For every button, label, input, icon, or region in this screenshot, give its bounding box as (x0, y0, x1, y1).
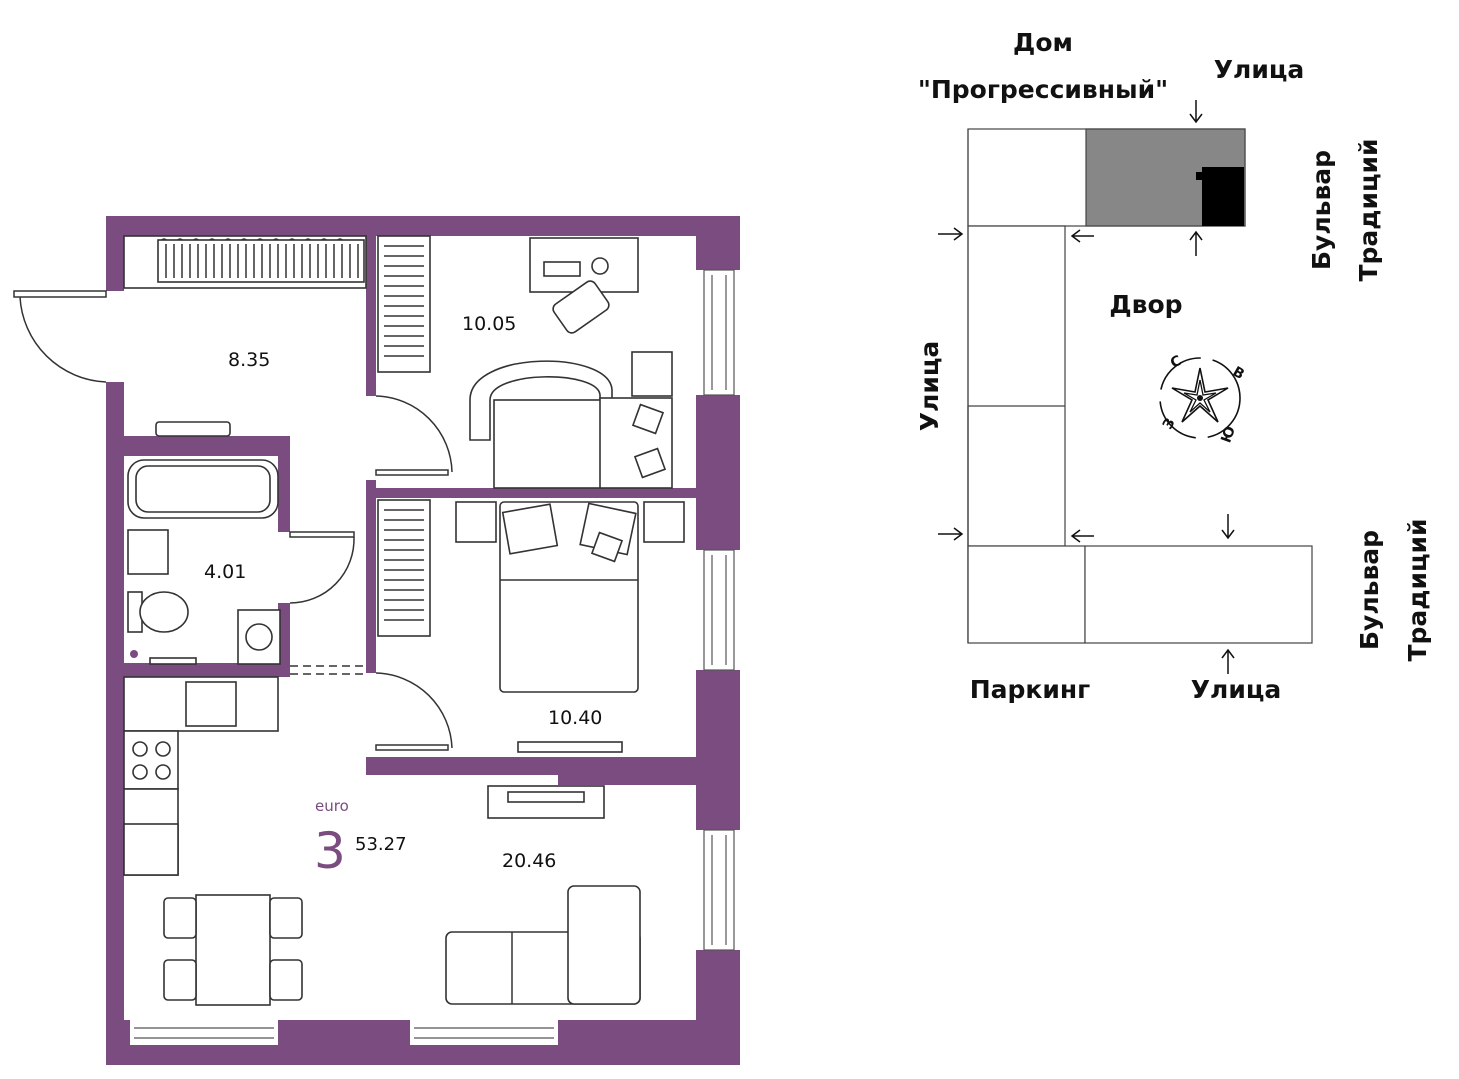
room-area-bedroom: 10.40 (548, 707, 602, 729)
room-area-living-kitchen: 20.46 (502, 850, 556, 872)
doors (13, 290, 453, 751)
street-top-label: Улица (1214, 55, 1305, 84)
boulevard-bottom-line2: Традиций (1403, 518, 1432, 661)
compass-rose-icon (1159, 357, 1241, 439)
apartment-class-label: euro (315, 797, 349, 815)
building-name-line2: "Прогрессивный" (918, 75, 1168, 104)
room-area-bathroom: 4.01 (204, 561, 246, 583)
courtyard-label: Двор (1109, 290, 1182, 319)
compass-south: Ю (1218, 424, 1239, 445)
street-left-label: Улица (915, 341, 944, 432)
building-name-line1: Дом (1013, 28, 1073, 57)
parking-label: Паркинг (970, 675, 1091, 704)
boulevard-bottom-line1: Бульвар (1355, 530, 1384, 650)
boulevard-top-line2: Традиций (1354, 138, 1383, 281)
compass-east: В (1230, 364, 1247, 383)
apartment-position-marker (1202, 167, 1244, 226)
room-area-hall: 8.35 (228, 349, 270, 371)
windows (134, 269, 735, 1039)
room-area-bedroom-small: 10.05 (462, 313, 516, 335)
furniture (123, 235, 685, 1006)
entrance-arrows (938, 100, 1235, 674)
site-plan: С В Ю З Дом "Прогрессивный" Улица Улица … (915, 28, 1432, 704)
apartment-rooms-count: 3 (314, 822, 346, 880)
boulevard-top-line1: Бульвар (1307, 150, 1336, 270)
apartment-total-area: 53.27 (355, 834, 407, 855)
street-bottom-label: Улица (1191, 675, 1282, 704)
compass-north: С (1168, 353, 1184, 372)
